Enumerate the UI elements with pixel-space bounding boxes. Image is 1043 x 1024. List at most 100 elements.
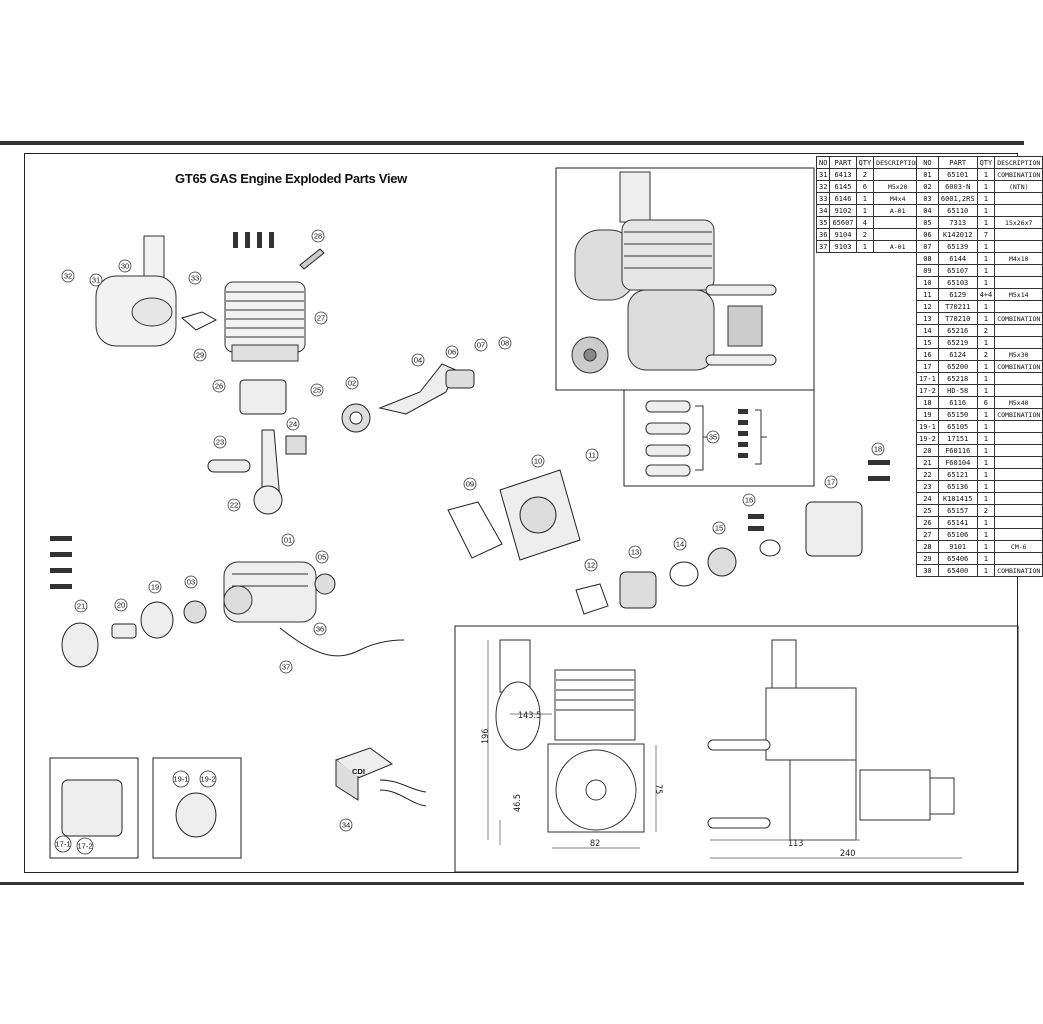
cell-desc xyxy=(994,432,1043,445)
callout-circle xyxy=(585,448,599,462)
callout-23: 23 xyxy=(216,438,224,447)
cell-qty: 1 xyxy=(976,564,996,577)
bolts-18-right xyxy=(868,460,890,481)
cell-qty: 4+4 xyxy=(976,288,996,301)
drawing-sheet-border xyxy=(0,141,1024,885)
callout-circle xyxy=(61,269,75,283)
cell-qty: 6 xyxy=(976,396,996,409)
engine-photo xyxy=(571,171,777,374)
cell-no: 29 xyxy=(916,552,939,565)
callout-circle xyxy=(474,338,488,352)
cell-part: 65157 xyxy=(937,504,978,517)
cell-no: 07 xyxy=(916,240,939,253)
cell-qty: 1 xyxy=(976,252,996,265)
cell-desc xyxy=(994,240,1043,253)
cell-desc: M5x40 xyxy=(994,396,1043,409)
callout-14: 14 xyxy=(676,540,684,549)
cell-part: 65219 xyxy=(937,336,978,349)
cell-part: 6001,2RS xyxy=(937,192,978,205)
page-title: GT65 GAS Engine Exploded Parts View xyxy=(175,171,407,186)
cell-no: 14 xyxy=(916,324,939,337)
dim-height: 196 xyxy=(481,729,491,744)
dim-side: 113 xyxy=(788,839,803,849)
cell-qty: 1 xyxy=(855,240,875,253)
callout-10: 10 xyxy=(534,457,542,466)
callout-circle xyxy=(76,837,94,855)
cell-qty: 2 xyxy=(855,168,875,181)
prop-plate-21 xyxy=(61,622,99,668)
cell-qty: 1 xyxy=(976,492,996,505)
cell-desc xyxy=(994,276,1043,289)
cell-no: 05 xyxy=(916,216,939,229)
cell-desc xyxy=(994,372,1043,385)
cell-part: 6144 xyxy=(937,252,978,265)
piston-26 xyxy=(239,379,287,415)
callout-20: 20 xyxy=(117,601,125,610)
callout-circle xyxy=(411,353,425,367)
callout-circle xyxy=(498,336,512,350)
callout-15: 15 xyxy=(715,524,723,533)
cell-qty: 1 xyxy=(976,420,996,433)
cell-qty: 1 xyxy=(976,516,996,529)
cell-qty: 2 xyxy=(976,504,996,517)
cell-part: 6413 xyxy=(829,168,857,181)
cell-desc xyxy=(994,480,1043,493)
cell-no: 03 xyxy=(916,192,939,205)
cell-qty: 1 xyxy=(976,300,996,313)
cell-no: 19-1 xyxy=(916,420,939,433)
gasket-12 xyxy=(575,583,609,615)
callout-circle xyxy=(463,477,477,491)
prop-washer-20 xyxy=(111,623,137,639)
callout-35: 35 xyxy=(709,433,717,442)
cell-no: 24 xyxy=(916,492,939,505)
callout-circle xyxy=(74,599,88,613)
cell-no: 21 xyxy=(916,456,939,469)
cell-no: 37 xyxy=(815,240,831,253)
callout-circle xyxy=(584,558,598,572)
callout-18: 18 xyxy=(874,445,882,454)
callout-27: 27 xyxy=(317,314,325,323)
cell-no: 18 xyxy=(916,396,939,409)
cell-part: F60116 xyxy=(937,444,978,457)
cell-desc xyxy=(994,336,1043,349)
cell-desc: M4x4 xyxy=(873,192,923,205)
cell-part: 65406 xyxy=(937,552,978,565)
cell-desc xyxy=(994,300,1043,313)
col-part: PART xyxy=(829,156,857,169)
front-view-drawing xyxy=(495,639,645,833)
cell-desc xyxy=(994,324,1043,337)
callout-19-2: 19-2 xyxy=(200,775,215,784)
spacer-15 xyxy=(707,547,737,577)
cell-part: HD-58 xyxy=(937,384,978,397)
cell-no: 22 xyxy=(916,468,939,481)
cell-qty: 1 xyxy=(976,432,996,445)
cell-qty: 1 xyxy=(976,336,996,349)
table-header-row: NO PART QTY DESCRIPTION xyxy=(916,156,1043,169)
cell-desc xyxy=(994,516,1043,529)
cell-qty: 1 xyxy=(976,372,996,385)
carb-detail xyxy=(61,779,123,837)
callout-circle xyxy=(184,575,198,589)
cell-qty: 1 xyxy=(976,384,996,397)
cell-qty: 1 xyxy=(976,312,996,325)
cell-part: 65103 xyxy=(937,276,978,289)
cell-part: 17151 xyxy=(937,432,978,445)
bearing-02 xyxy=(341,403,371,433)
crankcase-01 xyxy=(223,561,317,623)
